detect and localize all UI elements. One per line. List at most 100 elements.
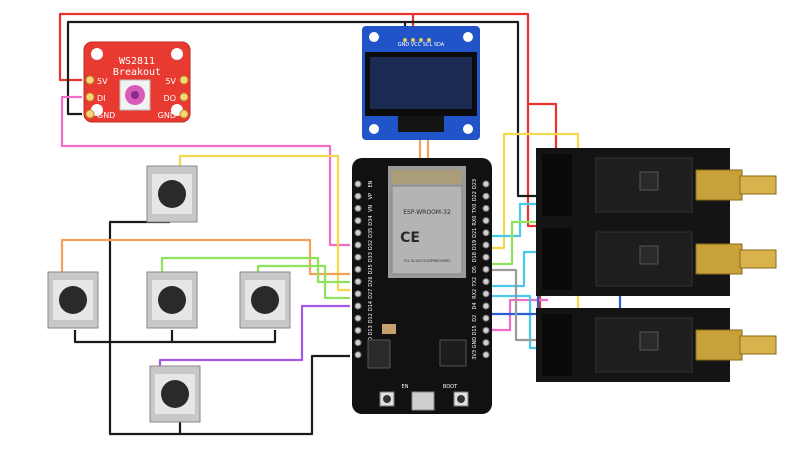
mount-hole (369, 124, 379, 134)
button-cap (158, 180, 186, 208)
esp32-pin (354, 253, 362, 261)
wire-orange-btn (60, 238, 350, 276)
esp32-pin (354, 180, 362, 188)
esp32-pin (482, 351, 490, 359)
nrf24-module-2 (536, 222, 777, 296)
esp32-right-pin-label: D18 (472, 252, 478, 262)
esp32-pin (354, 204, 362, 212)
pin-header (419, 38, 423, 42)
wire-yellow-btn1 (178, 154, 350, 292)
mount-hole (369, 32, 379, 42)
pin-label-di: DI (97, 94, 106, 103)
esp32-left-pin-label: D12 (368, 313, 374, 323)
esp32-pin (354, 265, 362, 273)
esp32-ce-mark: CE (400, 230, 420, 246)
esp32-right-pin-label: TX2 (472, 277, 478, 288)
esp32-pin (354, 339, 362, 347)
oled-screen (370, 57, 472, 109)
esp32-right-pin-label: 3V3 (472, 350, 478, 360)
sma-thread (739, 335, 777, 355)
esp32-pin (482, 290, 490, 298)
oled-ribbon (398, 116, 444, 132)
esp32-right-pin-label: D23 (472, 179, 478, 189)
esp32-pin (354, 290, 362, 298)
esp32-right-pin-label: D22 (472, 191, 478, 201)
esp32-left-pin-label: D25 (368, 264, 374, 274)
esp32-pin (482, 241, 490, 249)
nrf24-module-3 (536, 308, 777, 382)
esp32-pin (354, 241, 362, 249)
boot-button-label: BOOT (443, 384, 458, 390)
esp32-right-pin-label: GND (472, 337, 478, 349)
wire-black-buttons (108, 220, 350, 436)
pad (179, 92, 189, 102)
en-button-label: EN (402, 384, 409, 390)
esp32-fcc: FCC ID:2AC7Z-ESPWROOM32 (404, 259, 451, 263)
wire-green-btn2 (160, 256, 350, 284)
esp32-pin (482, 253, 490, 261)
mount-hole (91, 48, 103, 60)
esp32-pin (354, 314, 362, 322)
wire-gray-nrf (488, 268, 548, 342)
push-button-5 (149, 365, 201, 423)
esp32-antenna (392, 170, 462, 184)
button-cap (59, 286, 87, 314)
esp32-pin (354, 278, 362, 286)
sma-connector (695, 329, 743, 361)
esp32-pin (482, 302, 490, 310)
button-cap (251, 286, 279, 314)
pad (179, 109, 189, 119)
esp32-left-pin-label: D33 (368, 252, 374, 262)
esp32-pin (354, 351, 362, 359)
mount-hole (463, 32, 473, 42)
oled-pin-labels: GND VCC SCL SDA (398, 42, 445, 48)
esp32-right-pin-label: D19 (472, 240, 478, 250)
esp32-devkit: ESP-WROOM-32 CE FCC ID:2AC7Z-ESPWROOM32 … (352, 158, 492, 414)
pin-header (411, 38, 415, 42)
pad (85, 75, 95, 85)
pin-header (427, 38, 431, 42)
esp32-pin (482, 192, 490, 200)
push-button-1 (146, 165, 198, 223)
esp32-left-pin-label: D34 (368, 215, 374, 225)
esp32-right-pin-header: D23D22TX0RX0D21D19D18D5TX2RX2D4D2D15GND3… (472, 179, 490, 360)
ws2811-subtitle: Breakout (113, 67, 161, 78)
esp32-right-pin-label: D21 (472, 228, 478, 238)
sma-thread (739, 175, 777, 195)
esp32-left-pin-label: D26 (368, 276, 374, 286)
nrf24-module-1 (536, 148, 777, 222)
esp32-left-pin-label: D14 (368, 301, 374, 311)
pin-label-gnd-left: GND (97, 111, 115, 120)
pad (85, 109, 95, 119)
esp32-regulator (367, 339, 391, 369)
esp32-right-pin-label: RX0 (472, 216, 478, 226)
esp32-chip (439, 339, 467, 367)
esp32-pin (354, 326, 362, 334)
ws2811-led-core (131, 91, 139, 99)
esp32-right-pin-label: D5 (472, 266, 478, 273)
sma-connector (695, 169, 743, 201)
sma-connector (695, 243, 743, 275)
esp32-module-name: ESP-WROOM-32 (403, 209, 451, 216)
esp32-right-pin-label: D2 (472, 315, 478, 322)
mount-hole (171, 48, 183, 60)
esp32-left-pin-label: D27 (368, 289, 374, 299)
esp32-pin (482, 278, 490, 286)
esp32-left-pin-label: EN (368, 180, 374, 187)
esp32-pin (482, 229, 490, 237)
wire-red-5v (58, 12, 558, 160)
wire-pink-di (60, 95, 350, 247)
esp32-pin (482, 314, 490, 322)
push-button-2 (47, 271, 99, 329)
esp32-left-pin-label: VN (368, 205, 374, 212)
esp32-left-pin-header: ENVPVND34D35D32D33D25D26D27D14D12D13GNDV… (354, 180, 374, 359)
usb-port (411, 391, 435, 411)
esp32-right-pin-label: TX0 (472, 204, 478, 215)
mount-hole (463, 124, 473, 134)
pin-header (403, 38, 407, 42)
pin-label-gnd-right: GND (158, 111, 176, 120)
esp32-left-pin-label: VP (368, 193, 374, 199)
esp32-pin (482, 217, 490, 225)
ws2811-breakout: WS2811 Breakout 5V DI GND 5V DO GND (83, 41, 191, 123)
